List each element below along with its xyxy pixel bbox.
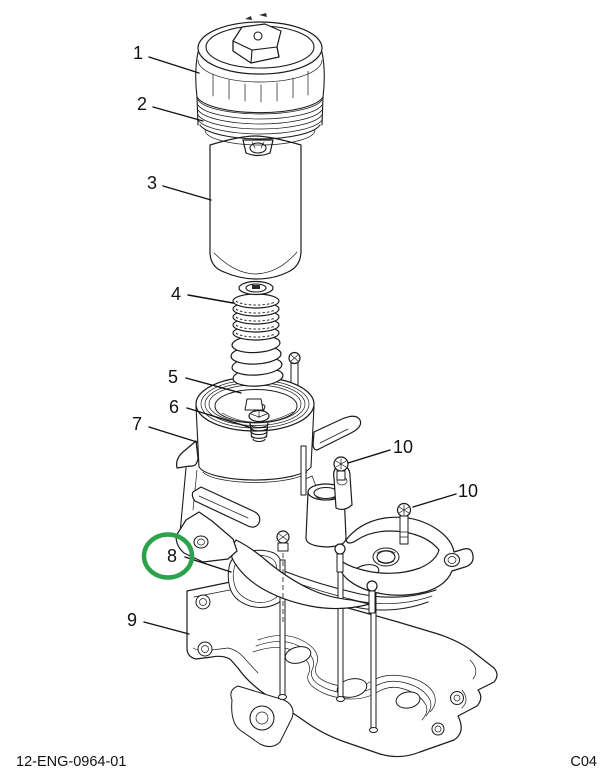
callout-2: 2: [137, 94, 147, 114]
part-mounting-bolt-a: [333, 456, 349, 481]
part-filter-element: [209, 135, 302, 280]
callout-10a: 10: [393, 437, 413, 457]
part-spring: [230, 280, 284, 411]
callout-3: 3: [147, 173, 157, 193]
figure-number: 12-ENG-0964-01: [16, 754, 126, 770]
part-adapter-housing: [230, 464, 474, 610]
callout-8: 8: [167, 546, 177, 566]
callout-7: 7: [132, 414, 142, 434]
highlight-circle: [141, 532, 195, 580]
part-filter-cap: [195, 13, 325, 157]
part-small-studs: [276, 530, 378, 625]
callout-1: 1: [133, 43, 143, 63]
callout-10b: 10: [458, 481, 478, 501]
callout-9: 9: [127, 610, 137, 630]
callout-4: 4: [171, 284, 181, 304]
part-mounting-bolt-b: [396, 502, 412, 545]
callout-5: 5: [168, 367, 178, 387]
revision-code: C04: [570, 754, 597, 770]
callout-6: 6: [169, 397, 179, 417]
callout-labels: 1 2 3 4 5 6 7 8 9 10 10: [127, 43, 478, 630]
